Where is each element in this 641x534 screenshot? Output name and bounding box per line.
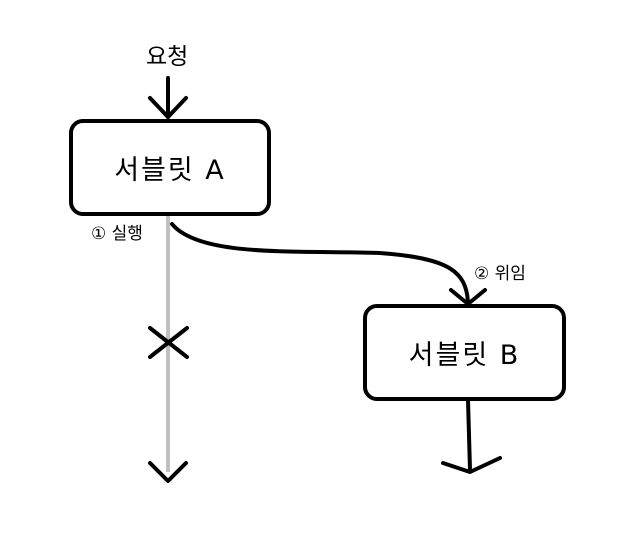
output-arrow-head [441, 456, 502, 474]
servlet-b-box: 서블릿 B [363, 304, 566, 401]
request-arrow-head [148, 96, 188, 119]
delegate-curve [170, 222, 470, 304]
step-execute-label: ① 실행 [91, 224, 143, 244]
request-label: 요청 [146, 44, 189, 70]
blocked-cross-mark [148, 326, 189, 359]
step-delegate-label: ② 위임 [474, 264, 526, 284]
servlet-a-label: 서블릿 A [114, 155, 226, 186]
servlet-b-label: 서블릿 B [408, 340, 521, 371]
servlet-a-box: 서블릿 A [69, 119, 271, 216]
blocked-path-arrow-head [148, 461, 188, 483]
output-arrow-shaft [466, 398, 472, 472]
